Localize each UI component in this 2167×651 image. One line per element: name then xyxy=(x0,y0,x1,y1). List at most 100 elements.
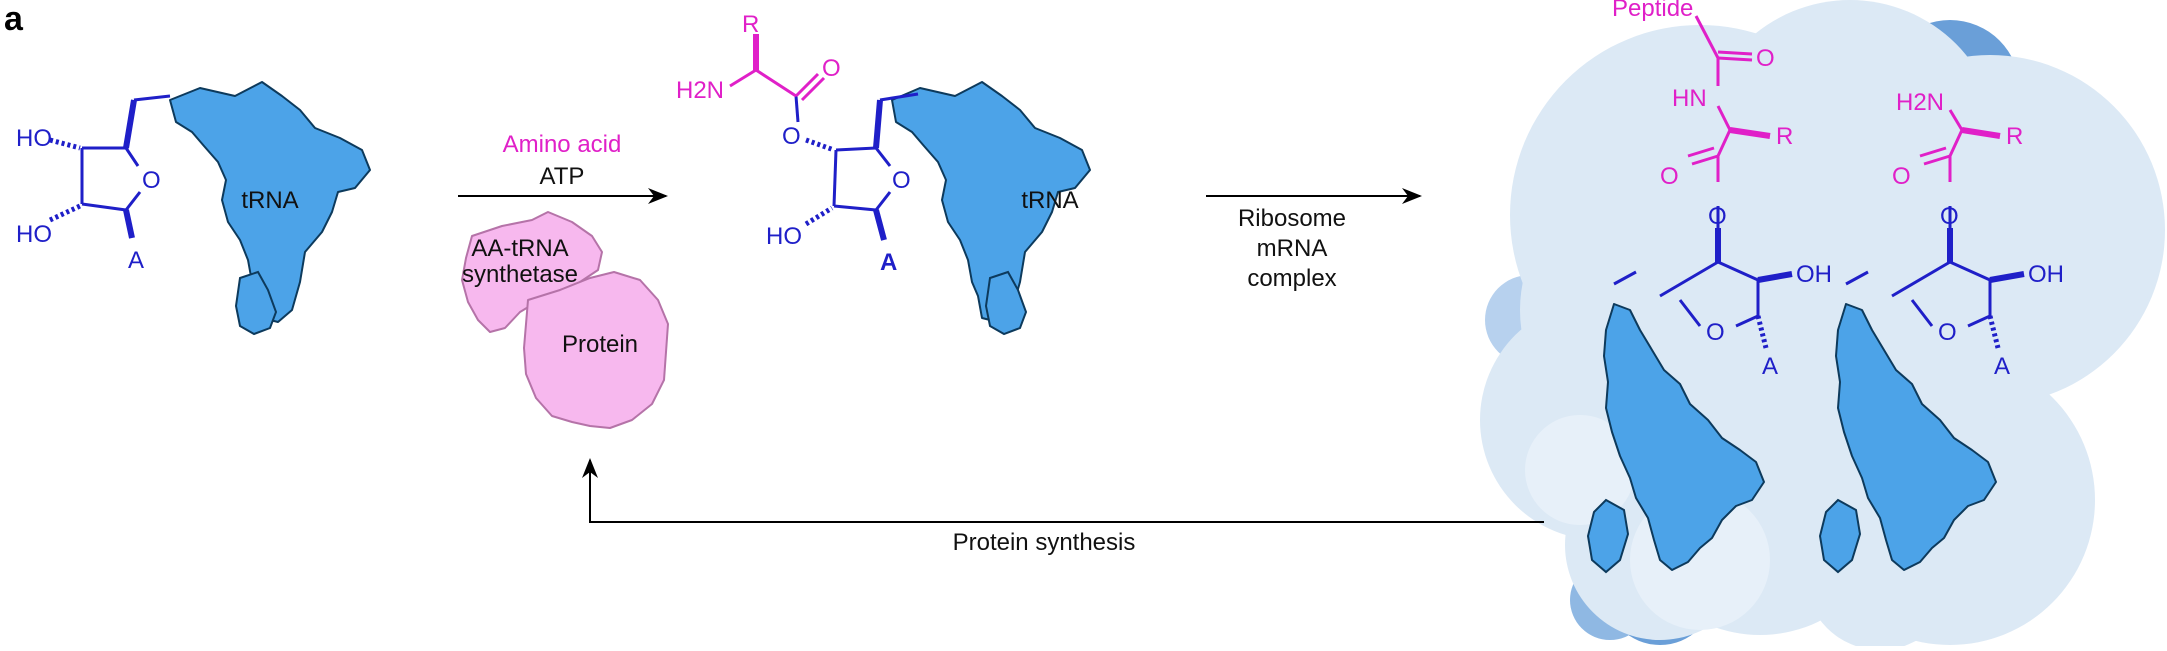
bond-hash xyxy=(48,203,82,223)
bond xyxy=(1716,105,1732,131)
bond xyxy=(1891,260,1951,298)
trna-body xyxy=(1835,303,1997,571)
bond xyxy=(833,204,877,212)
bond xyxy=(1967,314,1991,328)
bond xyxy=(1735,314,1759,328)
r-group-label: R xyxy=(742,11,759,38)
trna-lobe xyxy=(1586,498,1630,574)
bond xyxy=(794,72,820,98)
bond xyxy=(1613,270,1637,286)
bond-bold xyxy=(873,99,883,149)
bond-hash xyxy=(804,205,834,227)
trna-body xyxy=(1603,303,1765,571)
adenine-label: A xyxy=(1994,353,2010,380)
ring-oxygen: O xyxy=(1938,319,1957,346)
bond xyxy=(133,94,171,102)
aa-trna-synthetase xyxy=(461,211,669,429)
trna-shape-2 xyxy=(891,81,1091,336)
protein-domain xyxy=(523,271,669,429)
arrow-protein-synthesis xyxy=(582,458,1544,523)
bond xyxy=(874,147,892,167)
enzyme-label-line2: synthetase xyxy=(462,261,578,288)
amino-acid-2 xyxy=(729,34,826,102)
ring-oxygen: O xyxy=(1706,319,1725,346)
ribosome-label-line3: complex xyxy=(1247,265,1336,292)
bond xyxy=(1687,146,1715,158)
protein-label: Protein xyxy=(562,331,638,358)
bond xyxy=(874,191,892,211)
carbonyl-oxygen: O xyxy=(1892,163,1911,190)
ribosome-label-line2: mRNA xyxy=(1257,235,1328,262)
bond xyxy=(1678,299,1702,327)
trna-body xyxy=(169,81,371,323)
bond-bold xyxy=(1757,271,1793,283)
carbonyl-oxygen: O xyxy=(1756,45,1775,72)
ribose-a-site xyxy=(1845,206,2025,349)
ho-label: HO xyxy=(16,221,52,248)
trna-label-1: tRNA xyxy=(241,187,298,214)
ester-oxygen: O xyxy=(1708,203,1727,230)
h2n-label: H2N xyxy=(1896,89,1944,116)
ho-label: HO xyxy=(766,223,802,250)
bond-bold xyxy=(873,209,887,241)
bond-hash xyxy=(805,137,835,153)
bond xyxy=(1948,129,1964,157)
ring-oxygen: O xyxy=(892,167,911,194)
ribosome-highlight xyxy=(1525,415,1635,525)
trna-lobe xyxy=(984,270,1028,336)
bond xyxy=(1691,154,1719,166)
bond-bold xyxy=(1961,127,2001,139)
enzyme-label-line1: AA-tRNA xyxy=(471,235,568,262)
bond xyxy=(755,68,797,98)
bond xyxy=(1717,260,1759,282)
h2n-label: H2N xyxy=(676,77,724,104)
bond-bold xyxy=(1989,271,2025,283)
peptide-chain xyxy=(1687,15,1771,182)
bond xyxy=(81,202,127,212)
r-group-label: R xyxy=(1776,123,1793,150)
r-group-label: R xyxy=(2006,123,2023,150)
ester-oxygen: O xyxy=(1940,203,1959,230)
oh-label: OH xyxy=(1796,261,1832,288)
bond xyxy=(1845,270,1869,286)
trna-body xyxy=(891,81,1091,323)
bond xyxy=(1910,299,1934,327)
adenine-label: A xyxy=(880,249,897,276)
bond-bold xyxy=(1729,127,1771,139)
ribose-2 xyxy=(794,92,919,241)
adenine-label: A xyxy=(128,247,144,274)
trna-lobe xyxy=(234,270,278,336)
trna-label-2: tRNA xyxy=(1021,187,1078,214)
ho-label: HO xyxy=(16,125,52,152)
bond-bold xyxy=(123,209,135,239)
trna-shape-1 xyxy=(169,81,371,336)
ribose-1 xyxy=(48,94,171,239)
bond xyxy=(800,76,826,102)
ester-oxygen: O xyxy=(782,123,801,150)
bond xyxy=(124,147,140,167)
bond xyxy=(794,95,800,123)
protein-synthesis-label: Protein synthesis xyxy=(953,529,1136,556)
amino-acid-a-site xyxy=(1919,109,2001,182)
bond xyxy=(729,68,757,88)
bond xyxy=(1694,15,1720,59)
bond xyxy=(1717,56,1753,62)
trna-shape-a-site xyxy=(1818,303,1997,574)
reagent-amino-acid: Amino acid xyxy=(503,131,622,158)
bond xyxy=(879,92,919,102)
panel-label: a xyxy=(4,0,24,38)
ribose-p-site xyxy=(1613,206,1793,349)
bond xyxy=(1716,129,1732,157)
carbonyl-oxygen: O xyxy=(822,55,841,82)
trna-shape-p-site xyxy=(1586,303,1765,574)
carbonyl-oxygen: O xyxy=(1660,163,1679,190)
peptide-label: Peptide xyxy=(1612,0,1693,22)
bond xyxy=(1659,260,1719,298)
bond xyxy=(835,146,877,152)
bond xyxy=(1717,50,1753,56)
bond-bold xyxy=(123,99,137,149)
reagent-atp: ATP xyxy=(540,163,585,190)
bond xyxy=(832,149,838,207)
